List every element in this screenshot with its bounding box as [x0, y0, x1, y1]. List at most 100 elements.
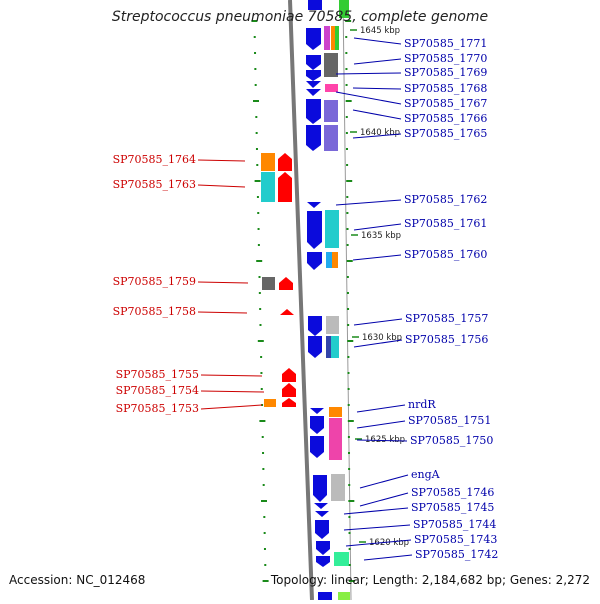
- tick-mark-right: [346, 228, 349, 230]
- label-leader-line: [343, 507, 409, 515]
- feature-arrow-1762[interactable]: [307, 202, 321, 208]
- feature-arrow-1744[interactable]: [315, 520, 329, 539]
- feature-box-1760[interactable]: [326, 252, 332, 268]
- tick-mark-right: [346, 196, 349, 198]
- gene-label-right[interactable]: SP70585_1761: [404, 217, 487, 230]
- tick-mark-left: [255, 116, 258, 118]
- feature-box-1756[interactable]: [326, 336, 331, 358]
- feature-box-1761[interactable]: [325, 210, 339, 248]
- feature-arrow-1755[interactable]: [282, 368, 296, 382]
- feature-box-1757[interactable]: [326, 316, 339, 334]
- feature-arrow-1765[interactable]: [306, 125, 321, 151]
- gene-label-left[interactable]: SP70585_1758: [113, 305, 196, 318]
- feature-arrow-1756[interactable]: [308, 336, 322, 358]
- feature-box-1768[interactable]: [325, 84, 338, 92]
- feature-arrow-1743[interactable]: [316, 541, 330, 555]
- feature-arrow-1771[interactable]: [306, 28, 321, 50]
- tick-mark-right: [346, 292, 349, 294]
- scale-ticks: [251, 20, 355, 582]
- label-leader-line: [363, 554, 413, 561]
- feature-box-1771b[interactable]: [331, 26, 335, 50]
- gene-label-right[interactable]: engA: [411, 468, 441, 481]
- feature-box-1766[interactable]: [324, 100, 338, 122]
- genome-summary: Topology: linear; Length: 2,184,682 bp; …: [270, 573, 590, 587]
- tick-mark-right: [348, 468, 351, 470]
- gene-label-right[interactable]: SP70585_1762: [404, 193, 487, 206]
- feature-arrow-1758[interactable]: [280, 309, 294, 315]
- label-leader-line: [197, 281, 249, 284]
- feature-box-1750[interactable]: [329, 418, 342, 460]
- gene-label-right[interactable]: SP70585_1770: [404, 52, 487, 65]
- label-leader-line: [359, 492, 409, 507]
- gene-label-right[interactable]: nrdR: [408, 398, 436, 411]
- feature-arrow-1766[interactable]: [306, 99, 321, 124]
- gene-label-right[interactable]: SP70585_1744: [413, 518, 496, 531]
- feature-box-1753[interactable]: [264, 399, 276, 407]
- feature-arrow-1746[interactable]: [314, 503, 328, 509]
- tick-mark-right: [347, 308, 350, 310]
- label-leader-line: [197, 184, 246, 188]
- feature-arrow-1767[interactable]: [306, 89, 321, 96]
- feature-box-1760b[interactable]: [332, 252, 338, 268]
- gene-label-left[interactable]: SP70585_1763: [113, 178, 196, 191]
- feature-arrow-nrdR[interactable]: [310, 408, 324, 414]
- gene-label-right[interactable]: SP70585_1769: [404, 66, 487, 79]
- gene-label-right[interactable]: SP70585_1766: [404, 112, 487, 125]
- label-leader-line: [352, 109, 402, 120]
- label-leader-line: [353, 339, 403, 348]
- tick-mark-left: [261, 404, 264, 406]
- feature-arrow-1750[interactable]: [310, 436, 324, 458]
- genome-backbone-outer: [342, 0, 352, 601]
- gene-label-left[interactable]: SP70585_1764: [113, 153, 196, 166]
- gene-label-right[interactable]: SP70585_1760: [404, 248, 487, 261]
- gene-label-right[interactable]: SP70585_1765: [404, 127, 487, 140]
- gene-label-right[interactable]: SP70585_1751: [408, 414, 491, 427]
- feature-arrow-1764[interactable]: [278, 153, 292, 171]
- gene-label-right[interactable]: SP70585_1771: [404, 37, 487, 50]
- gene-label-right[interactable]: SP70585_1742: [415, 548, 498, 561]
- feature-arrow-1751[interactable]: [310, 416, 324, 434]
- feature-arrow-1761[interactable]: [307, 211, 322, 249]
- feature-arrow-1763[interactable]: [278, 172, 292, 202]
- feature-box-1771c[interactable]: [335, 26, 339, 50]
- tick-mark-left: [260, 372, 263, 374]
- feature-box-1770[interactable]: [324, 53, 338, 77]
- gene-label-left[interactable]: SP70585_1759: [113, 275, 196, 288]
- feature-box-1756b[interactable]: [331, 336, 339, 358]
- gene-label-left[interactable]: SP70585_1755: [116, 368, 199, 381]
- feature-arrow-1769[interactable]: [306, 70, 321, 81]
- gene-label-right[interactable]: SP70585_1768: [404, 82, 487, 95]
- feature-box-engA[interactable]: [331, 474, 345, 501]
- feature-box-1763[interactable]: [261, 172, 275, 202]
- feature-box-nrdR[interactable]: [329, 407, 342, 417]
- feature-box-1765[interactable]: [324, 125, 338, 151]
- feature-arrow-1768[interactable]: [306, 81, 321, 88]
- feature-arrow-engA[interactable]: [313, 475, 327, 502]
- feature-arrow-1757[interactable]: [308, 316, 322, 336]
- feature-box-1764[interactable]: [261, 153, 275, 171]
- feature-arrow-1759[interactable]: [279, 277, 293, 290]
- feature-box-1759[interactable]: [262, 277, 275, 290]
- gene-label-right[interactable]: SP70585_1757: [405, 312, 488, 325]
- gene-label-right[interactable]: SP70585_1743: [414, 533, 497, 546]
- gene-label-right[interactable]: SP70585_1756: [405, 333, 488, 346]
- gene-label-right[interactable]: SP70585_1750: [410, 434, 493, 447]
- feature-arrow-1754[interactable]: [282, 383, 296, 397]
- label-leader-line: [356, 420, 406, 429]
- gene-label-right[interactable]: SP70585_1746: [411, 486, 494, 499]
- tick-mark-left: [263, 532, 266, 534]
- feature-arrow-1745[interactable]: [315, 511, 329, 517]
- gene-label-right[interactable]: SP70585_1745: [411, 501, 494, 514]
- feature-arrow-1742[interactable]: [316, 556, 330, 567]
- gene-label-left[interactable]: SP70585_1754: [116, 384, 199, 397]
- gene-label-right[interactable]: SP70585_1767: [404, 97, 487, 110]
- tick-mark-right: [347, 420, 354, 422]
- tick-mark-left: [251, 20, 258, 22]
- gene-label-left[interactable]: SP70585_1753: [116, 402, 199, 415]
- feature-arrow-1760[interactable]: [307, 252, 322, 270]
- feature-arrow-1770[interactable]: [306, 55, 321, 70]
- feature-arrow-1753[interactable]: [282, 398, 296, 407]
- feature-box-1742[interactable]: [334, 552, 349, 566]
- feature-box-1771[interactable]: [324, 26, 330, 50]
